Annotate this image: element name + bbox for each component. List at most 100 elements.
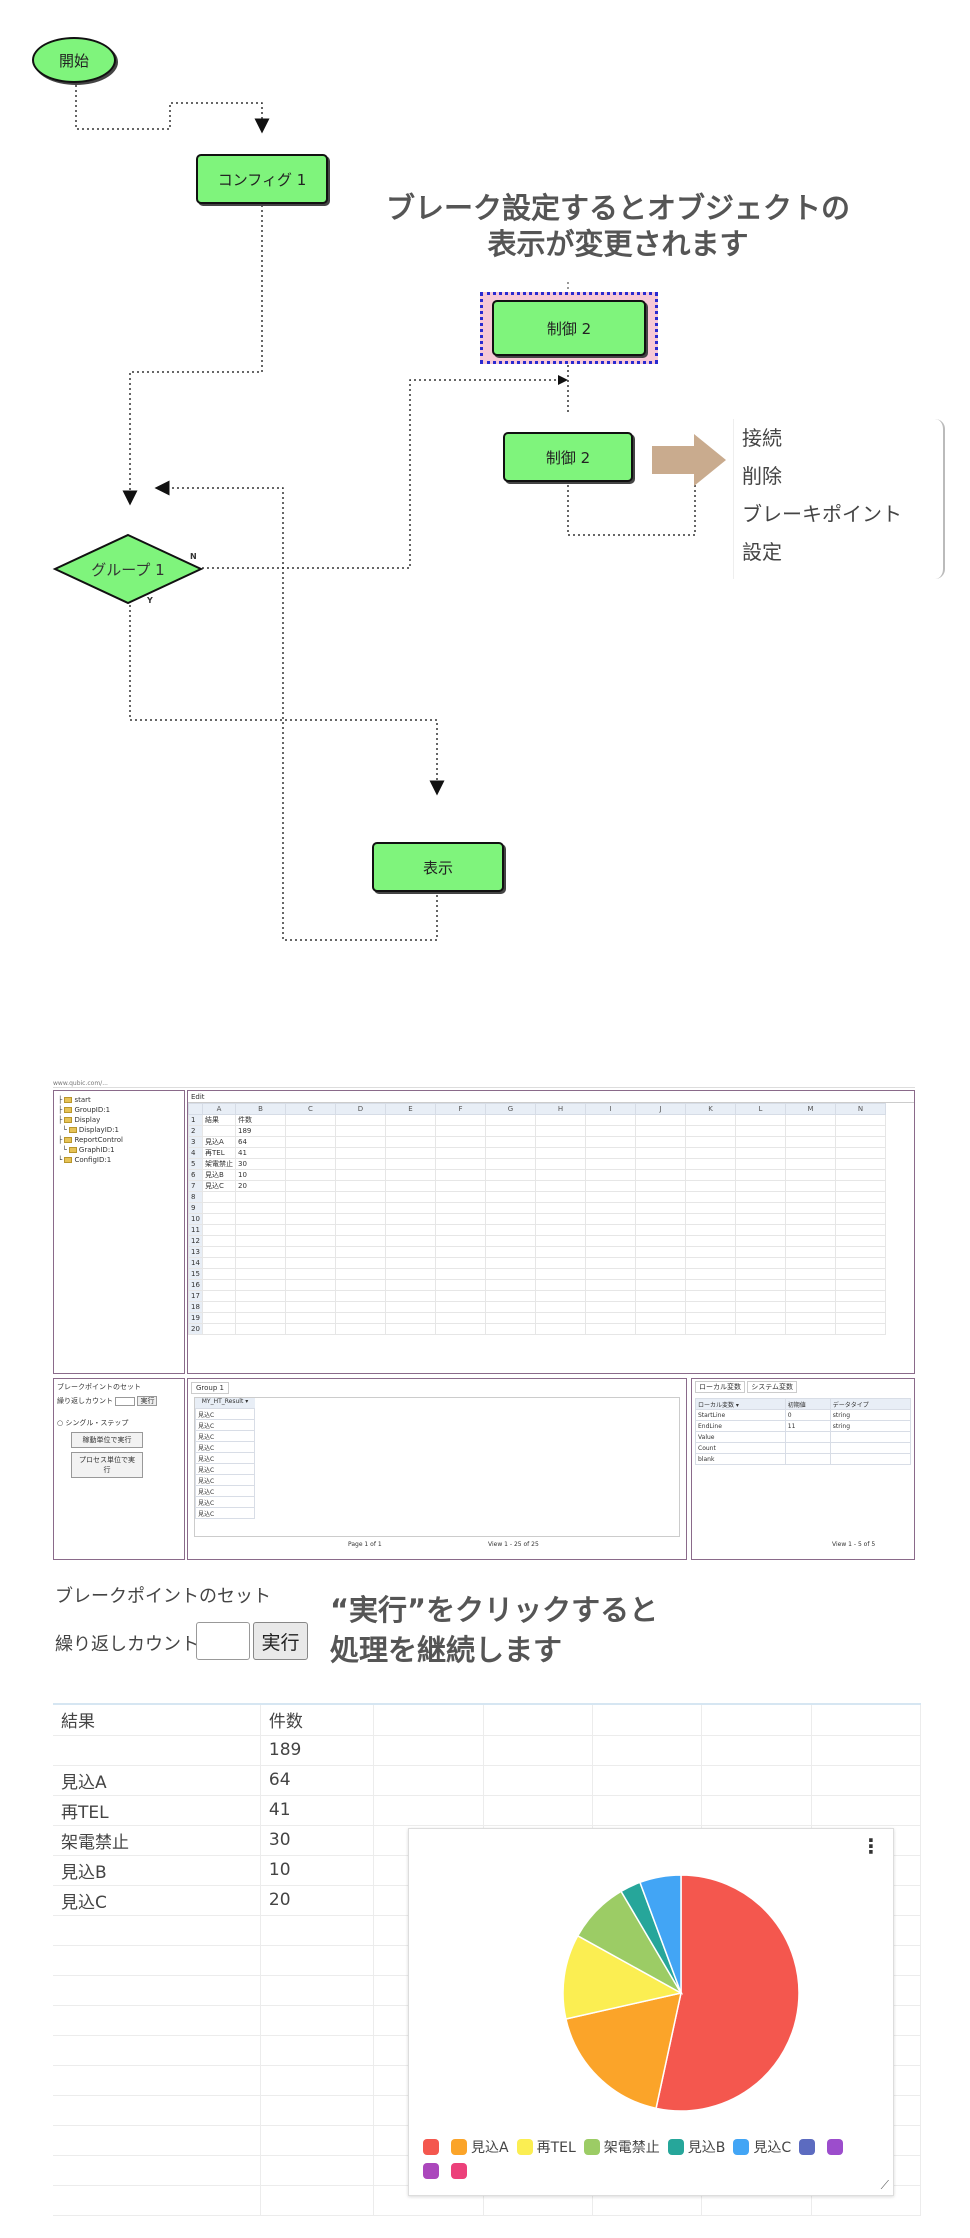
- grid-cell[interactable]: [235, 1246, 286, 1258]
- legend-item[interactable]: 見込B: [667, 2136, 725, 2160]
- grid-cell[interactable]: [685, 1246, 736, 1258]
- grid-cell[interactable]: [585, 1136, 636, 1148]
- grid-cell[interactable]: [835, 1257, 886, 1269]
- grid-cell[interactable]: [335, 1125, 386, 1137]
- grid-cell[interactable]: [335, 1257, 386, 1269]
- sheet-cell[interactable]: [811, 1795, 922, 1826]
- grid-cell[interactable]: [735, 1136, 786, 1148]
- grid-cell[interactable]: [635, 1158, 686, 1170]
- sheet-cell[interactable]: [53, 2185, 261, 2216]
- grid-cell[interactable]: [685, 1147, 736, 1159]
- grid-cell[interactable]: [535, 1136, 586, 1148]
- grid-cell[interactable]: [785, 1147, 836, 1159]
- grid-cell[interactable]: [535, 1169, 586, 1181]
- grid-cell[interactable]: [585, 1158, 636, 1170]
- sheet-cell[interactable]: [701, 1705, 812, 1736]
- grid-cell[interactable]: [235, 1257, 286, 1269]
- grid-cell[interactable]: [635, 1169, 686, 1181]
- table-row[interactable]: Count: [695, 1442, 912, 1454]
- grid-cell[interactable]: 見込A: [202, 1136, 236, 1148]
- sheet-cell[interactable]: [53, 2095, 261, 2126]
- legend-item[interactable]: 見込C: [733, 2136, 791, 2160]
- grid-cell[interactable]: [435, 1323, 486, 1335]
- grid-cell[interactable]: [485, 1268, 536, 1280]
- grid-cell[interactable]: [735, 1279, 786, 1291]
- sheet-cell[interactable]: [701, 1735, 812, 1766]
- grid-cell[interactable]: [685, 1301, 736, 1313]
- tree-item[interactable]: └ DisplayID:1: [58, 1126, 119, 1134]
- grid-cell[interactable]: [385, 1125, 436, 1137]
- var-col-header[interactable]: データタイプ: [829, 1398, 912, 1410]
- grid-cell[interactable]: [685, 1257, 736, 1269]
- grid-cell[interactable]: 189: [235, 1125, 286, 1137]
- grid-cell[interactable]: [435, 1235, 486, 1247]
- table-row[interactable]: 見込C: [195, 1419, 255, 1431]
- sheet-cell[interactable]: [811, 1705, 922, 1736]
- menu-item-delete[interactable]: 削除: [742, 464, 782, 488]
- grid-cell[interactable]: [335, 1323, 386, 1335]
- grid-cell[interactable]: 9: [188, 1202, 203, 1214]
- grid-cell[interactable]: [285, 1191, 336, 1203]
- grid-cell[interactable]: [735, 1202, 786, 1214]
- grid-cell[interactable]: [202, 1191, 236, 1203]
- grid-cell[interactable]: [585, 1301, 636, 1313]
- grid-cell[interactable]: [285, 1312, 336, 1324]
- grid-cell[interactable]: [635, 1202, 686, 1214]
- grid-cell[interactable]: [635, 1213, 686, 1225]
- grid-cell[interactable]: [435, 1158, 486, 1170]
- grid-cell[interactable]: [635, 1114, 686, 1126]
- grid-cell[interactable]: [385, 1158, 436, 1170]
- grid-cell[interactable]: [835, 1147, 886, 1159]
- grid-cell[interactable]: [385, 1268, 436, 1280]
- start-node[interactable]: 開始: [32, 37, 116, 83]
- pie-slice[interactable]: [564, 1992, 682, 2110]
- grid-cell[interactable]: [535, 1191, 586, 1203]
- sheet-cell[interactable]: 結果: [53, 1705, 261, 1736]
- grid-cell[interactable]: [785, 1257, 836, 1269]
- grid-cell[interactable]: 17: [188, 1290, 203, 1302]
- grid-cell[interactable]: [535, 1147, 586, 1159]
- grid-cell[interactable]: [235, 1312, 286, 1324]
- grid-cell[interactable]: [585, 1147, 636, 1159]
- grid-cell[interactable]: 12: [188, 1235, 203, 1247]
- edit-tab[interactable]: Edit: [188, 1091, 914, 1103]
- grid-cell[interactable]: [785, 1180, 836, 1192]
- grid-cell[interactable]: 見込C: [202, 1180, 236, 1192]
- grid-cell[interactable]: [585, 1290, 636, 1302]
- legend-item[interactable]: 架電禁止: [583, 2136, 660, 2160]
- grid-cell[interactable]: [202, 1279, 236, 1291]
- grid-cell[interactable]: 11: [188, 1224, 203, 1236]
- grid-cell[interactable]: [585, 1279, 636, 1291]
- sheet-cell[interactable]: 再TEL: [53, 1795, 261, 1826]
- grid-cell[interactable]: [202, 1268, 236, 1280]
- table-row[interactable]: 見込C: [195, 1452, 255, 1464]
- grid-cell[interactable]: 14: [188, 1257, 203, 1269]
- grid-cell[interactable]: [685, 1279, 736, 1291]
- grid-cell[interactable]: [202, 1202, 236, 1214]
- sheet-cell[interactable]: 189: [260, 1735, 375, 1766]
- grid-cell[interactable]: 3: [188, 1136, 203, 1148]
- grid-cell[interactable]: 4: [188, 1147, 203, 1159]
- grid-cell[interactable]: [485, 1213, 536, 1225]
- grid-cell[interactable]: [435, 1213, 486, 1225]
- grid-cell[interactable]: [835, 1114, 886, 1126]
- grid-cell[interactable]: [535, 1257, 586, 1269]
- grid-cell[interactable]: 20: [188, 1323, 203, 1335]
- grid-cell[interactable]: [385, 1323, 436, 1335]
- grid-cell[interactable]: [485, 1191, 536, 1203]
- grid-cell[interactable]: [735, 1158, 786, 1170]
- grid-cell[interactable]: [535, 1290, 586, 1302]
- grid-cell[interactable]: [202, 1301, 236, 1313]
- sheet-cell[interactable]: [53, 1945, 261, 1976]
- grid-cell[interactable]: [635, 1191, 686, 1203]
- grid-cell[interactable]: [385, 1312, 436, 1324]
- bp-count-input-small[interactable]: [115, 1396, 136, 1406]
- grid-cell[interactable]: [585, 1125, 636, 1137]
- sheet-cell[interactable]: [483, 1735, 594, 1766]
- repeat-count-input[interactable]: [196, 1622, 250, 1660]
- sheet-cell[interactable]: [373, 1795, 484, 1826]
- grid-cell[interactable]: [585, 1191, 636, 1203]
- grid-cell[interactable]: [685, 1158, 736, 1170]
- sheet-cell[interactable]: 見込A: [53, 1765, 261, 1796]
- grid-cell[interactable]: [385, 1114, 436, 1126]
